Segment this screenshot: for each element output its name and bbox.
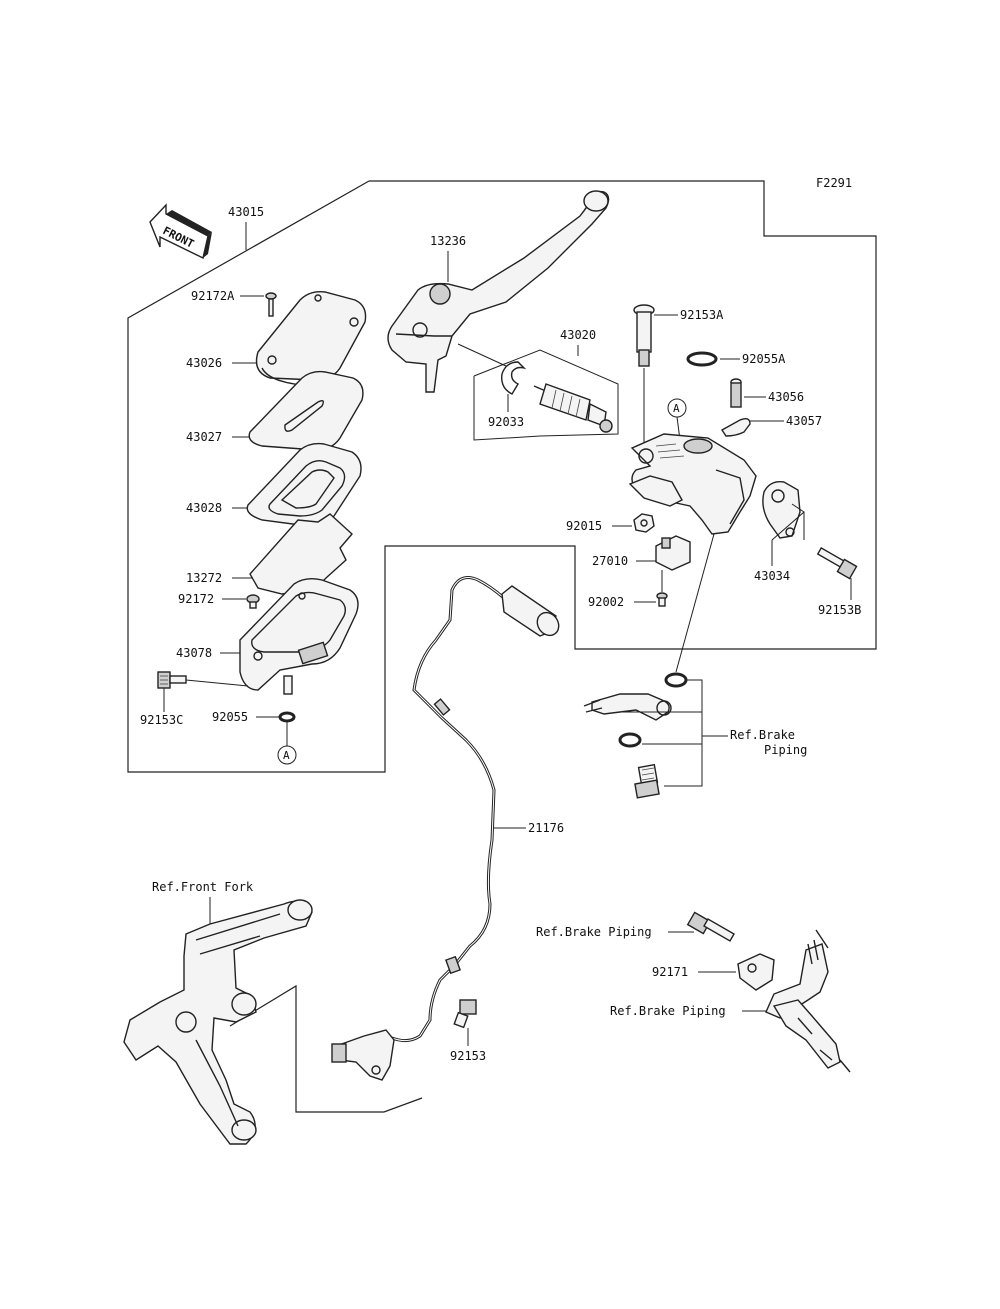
banjo-fitting	[583, 693, 672, 721]
o-ring-92055	[278, 711, 296, 723]
diaphragm-43028	[246, 442, 362, 527]
label-43056: 43056	[768, 390, 804, 404]
bleeder-43056	[730, 378, 742, 408]
piping-bolt	[686, 911, 735, 942]
label-92172A: 92172A	[191, 289, 235, 303]
bolt-92153C	[157, 671, 187, 689]
label-92055: 92055	[212, 710, 248, 724]
screw-92002	[656, 592, 668, 607]
label-ref-brake-piping-1: Ref.Brake	[730, 728, 795, 742]
label-92153C: 92153C	[140, 713, 183, 727]
bolt-92153A	[633, 304, 655, 367]
label-92172: 92172	[178, 592, 214, 606]
label-92153: 92153	[450, 1049, 486, 1063]
label-21176: 21176	[528, 821, 564, 835]
label-ref-front-fork: Ref.Front Fork	[152, 880, 254, 894]
label-27010: 27010	[592, 554, 628, 568]
clamp-43034	[762, 481, 801, 539]
screw-92172A	[265, 292, 277, 317]
label-13236: 13236	[430, 234, 466, 248]
label-43020: 43020	[560, 328, 596, 342]
bracket-92171	[737, 953, 775, 991]
label-ref-brake-piping-3: Ref.Brake Piping	[610, 1004, 726, 1018]
label-92153A: 92153A	[680, 308, 724, 322]
label-43026: 43026	[186, 356, 222, 370]
banjo-bolt	[634, 763, 660, 799]
nut-92015	[633, 513, 655, 533]
assembly-frame	[127, 180, 877, 773]
label-92171: 92171	[652, 965, 688, 979]
front-fork	[123, 900, 313, 1145]
piston-43020	[533, 383, 613, 433]
sensor-cable-21176	[391, 576, 505, 1043]
wheel-speed-sensor	[331, 1029, 395, 1081]
ref-marker-a-left	[277, 745, 297, 765]
o-ring-92055A	[686, 351, 718, 367]
label-ref-brake-piping-1b: Piping	[764, 743, 807, 757]
label-43028: 43028	[186, 501, 222, 515]
ref-marker-a-right-label: A	[673, 402, 680, 415]
ref-marker-a-left-label: A	[283, 749, 290, 762]
switch-27010	[655, 535, 691, 571]
label-43034: 43034	[754, 569, 790, 583]
front-arrow-icon: FRONT	[149, 203, 212, 260]
label-ref-brake-piping-2: Ref.Brake Piping	[536, 925, 652, 939]
reservoir-body-43078	[239, 577, 359, 691]
brake-hose-lower	[765, 929, 851, 1073]
bolt-92153B	[816, 546, 858, 580]
label-92002: 92002	[588, 595, 624, 609]
circlip-92033	[501, 361, 527, 395]
label-13272: 13272	[186, 571, 222, 585]
cable-connector	[501, 585, 560, 637]
screw-92172	[246, 594, 260, 609]
label-43057: 43057	[786, 414, 822, 428]
label-92153B: 92153B	[818, 603, 861, 617]
gasket-13272	[249, 513, 353, 595]
bolt-92153	[453, 999, 477, 1029]
lever-13236	[387, 190, 610, 393]
figure-code: F2291	[816, 176, 852, 190]
label-43015: 43015	[228, 205, 264, 219]
reservoir-cap-43026	[255, 290, 367, 381]
bleeder-cap-43057	[720, 417, 751, 437]
label-43078: 43078	[176, 646, 212, 660]
label-92055A: 92055A	[742, 352, 786, 366]
label-92033: 92033	[488, 415, 524, 429]
label-43027: 43027	[186, 430, 222, 444]
label-92015: 92015	[566, 519, 602, 533]
